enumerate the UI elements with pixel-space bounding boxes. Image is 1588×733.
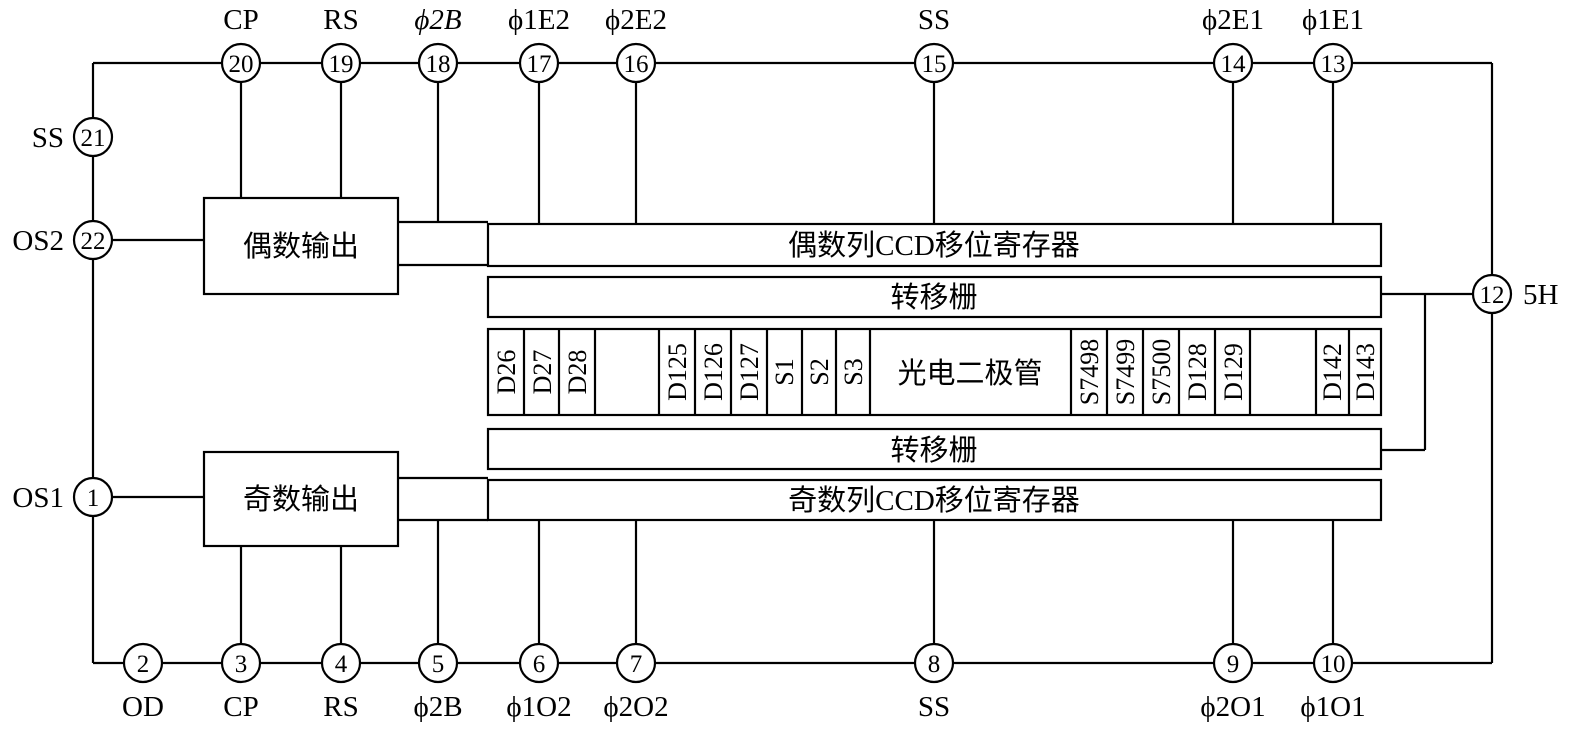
pin-label: ϕ1E2: [508, 4, 570, 36]
even-output-block: 偶数输出: [202, 196, 400, 296]
pin-label: CP: [223, 4, 258, 36]
photodiode-row: 光电二极管 D26 D27 D28 D125 D126 D127 S1 S2 S…: [486, 327, 1383, 417]
pin-number: 4: [335, 651, 348, 678]
pin-label: ϕ2B: [413, 691, 462, 723]
pin-number: 5: [432, 651, 445, 678]
left-pins: 21 SS 22 OS2 1 OS1: [12, 116, 114, 518]
pin-label: ϕ2O2: [603, 691, 668, 723]
pin-number: 16: [624, 51, 649, 78]
pin-number: 14: [1221, 51, 1247, 78]
pin-label: ϕ2O1: [1200, 691, 1265, 723]
pin-21: 21 SS: [32, 116, 114, 158]
pin-number: 6: [533, 651, 546, 678]
pin-16: 16 ϕ2E2: [605, 4, 667, 84]
pin-label: SS: [918, 691, 950, 723]
pin-label: ϕ2E1: [1202, 4, 1264, 36]
odd-register-label: 奇数列CCD移位寄存器: [788, 484, 1080, 517]
pin-number: 2: [137, 651, 150, 678]
pin-label: ϕ1O1: [1300, 691, 1365, 723]
pin-1: 1 OS1: [12, 476, 114, 518]
pin-label: RS: [323, 691, 358, 723]
pin-12: 12 5H: [1471, 273, 1559, 315]
cell-label: D28: [563, 350, 592, 395]
pin-number: 15: [922, 51, 947, 78]
cell-label: D127: [735, 343, 764, 401]
transfer-gate-top-label: 转移栅: [890, 281, 977, 314]
pin-15: 15 SS: [913, 4, 955, 84]
pin-number: 12: [1480, 282, 1505, 309]
transfer-gate-bottom: 转移栅: [486, 427, 1383, 471]
pin-19: 19 RS: [320, 4, 362, 84]
cell-label: D125: [663, 343, 692, 401]
even-register-label: 偶数列CCD移位寄存器: [788, 229, 1080, 262]
cell-label: D128: [1183, 343, 1212, 401]
pin-7: 7 ϕ2O2: [603, 642, 669, 723]
pin-number: 20: [229, 51, 254, 78]
pin-8: 8 SS: [913, 642, 955, 723]
pin-17: 17 ϕ1E2: [508, 4, 570, 84]
pin-label: SS: [32, 122, 64, 154]
photodiode-label: 光电二极管: [897, 357, 1042, 390]
even-output-label: 偶数输出: [243, 230, 359, 263]
pin-label: CP: [223, 691, 258, 723]
pin-label: 5H: [1523, 279, 1559, 311]
cell-label: S7498: [1075, 339, 1104, 405]
pin-number: 1: [87, 485, 100, 512]
cell-label: D129: [1219, 343, 1248, 401]
pin-22: 22 OS2: [12, 219, 114, 261]
pin-6: 6 ϕ1O2: [506, 642, 572, 723]
cell-label: D26: [492, 350, 521, 395]
pin-number: 21: [81, 125, 106, 152]
cell-label: D143: [1351, 343, 1380, 401]
pin-18: 18 ϕ2B: [414, 4, 462, 84]
pin-14: 14 ϕ2E1: [1202, 4, 1264, 84]
pin-number: 19: [329, 51, 354, 78]
pin-number: 18: [426, 51, 451, 78]
cell-label: S7500: [1147, 339, 1176, 405]
bottom-pins: 2 OD 3 CP 4 RS 5 ϕ2B 6 ϕ1O2 7 ϕ2O2: [122, 642, 1366, 723]
cell-label: S2: [805, 358, 834, 385]
transfer-gate-bottom-label: 转移栅: [890, 434, 977, 467]
pin-number: 22: [81, 228, 106, 255]
cell-label: D142: [1318, 343, 1347, 401]
pin-5: 5 ϕ2B: [413, 642, 463, 723]
pin-number: 13: [1321, 51, 1346, 78]
top-pins: 20 CP 19 RS 18 ϕ2B 17 ϕ1E2 16 ϕ2E2 15 SS: [220, 4, 1364, 84]
odd-output-block: 奇数输出: [202, 450, 400, 548]
cell-label: D126: [699, 343, 728, 401]
cell-label: D27: [528, 350, 557, 395]
pin-label: ϕ1E1: [1302, 4, 1364, 36]
pin-label: ϕ2B: [414, 4, 462, 36]
pin-13: 13 ϕ1E1: [1302, 4, 1364, 84]
pin-label: ϕ1O2: [506, 691, 571, 723]
pin-number: 9: [1227, 651, 1240, 678]
pin-20: 20 CP: [220, 4, 262, 84]
cell-label: S3: [839, 358, 868, 385]
pin-3: 3 CP: [220, 642, 262, 723]
pin-number: 7: [630, 651, 643, 678]
pin-number: 8: [928, 651, 941, 678]
pin-label: SS: [918, 4, 950, 36]
cell-label: S1: [770, 358, 799, 385]
pin-2: 2 OD: [122, 642, 164, 723]
pin-number: 3: [235, 651, 248, 678]
even-register: 偶数列CCD移位寄存器: [486, 222, 1383, 268]
pin-number: 10: [1321, 651, 1346, 678]
odd-output-label: 奇数输出: [243, 483, 359, 516]
pin-10: 10 ϕ1O1: [1300, 642, 1366, 723]
pin-4: 4 RS: [320, 642, 362, 723]
pin-label: OS2: [12, 225, 64, 257]
pin-9: 9 ϕ2O1: [1200, 642, 1266, 723]
odd-register: 奇数列CCD移位寄存器: [486, 478, 1383, 522]
transfer-gate-top: 转移栅: [486, 275, 1383, 319]
pin-label: OD: [122, 691, 164, 723]
pin-label: OS1: [12, 482, 64, 514]
cell-label: S7499: [1111, 339, 1140, 405]
pin-number: 17: [527, 51, 552, 78]
pin-label: RS: [323, 4, 358, 36]
pin-label: ϕ2E2: [605, 4, 667, 36]
